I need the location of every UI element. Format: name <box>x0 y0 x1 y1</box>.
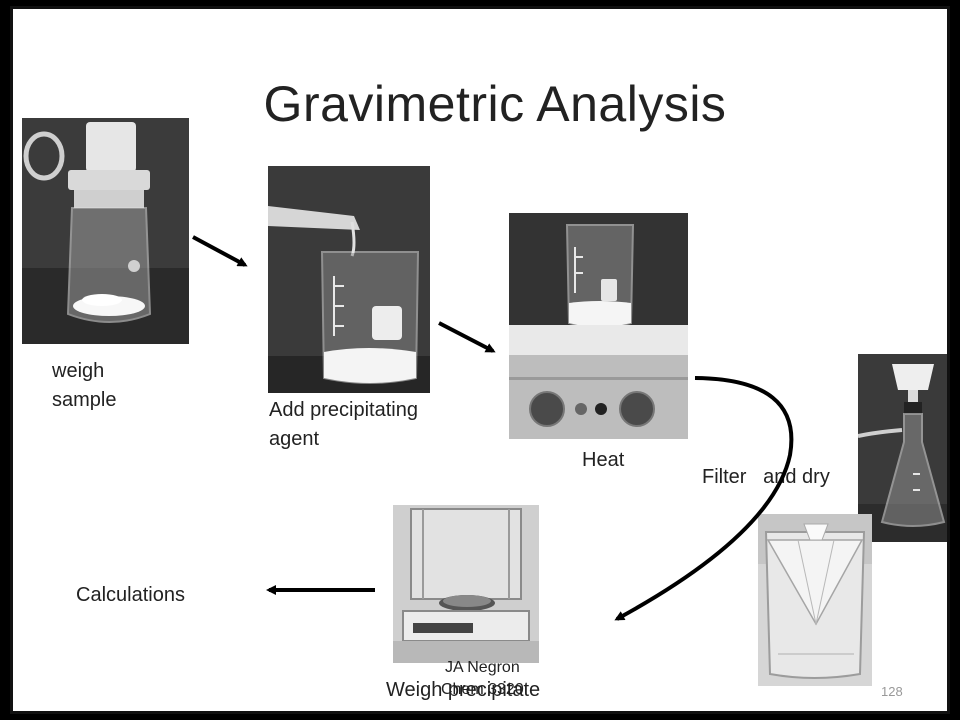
flow-arrows <box>192 235 794 621</box>
arrow-1 <box>192 235 248 267</box>
step-label-calculations: Calculations <box>76 584 185 606</box>
vacuum-flask-photo <box>858 354 947 542</box>
author-name: JA Negron <box>445 659 520 676</box>
filter-paper-beaker-photo <box>758 514 872 686</box>
page-number: 128 <box>881 684 903 699</box>
slide: Gravimetric Analysis <box>10 6 950 714</box>
step-label-add-agent: Add precipitating agent <box>269 399 418 450</box>
beaker-precipitating-photo <box>268 166 430 393</box>
step-label-heat: Heat <box>582 449 625 471</box>
analytical-balance-photo <box>393 505 539 663</box>
weighing-bottle-photo <box>22 118 189 344</box>
author-course: Chem 3320 <box>441 681 524 698</box>
arrow-3 <box>614 376 794 621</box>
slide-title: Gravimetric Analysis <box>263 76 727 132</box>
arrow-2 <box>438 321 496 353</box>
step-label-weigh-sample: weigh sample <box>52 360 117 411</box>
step-label-weigh-precipitate: Weigh precipitate <box>386 679 541 701</box>
step-label-filter-dry: Filter and dry <box>702 466 830 488</box>
hot-plate-photo <box>509 213 688 439</box>
